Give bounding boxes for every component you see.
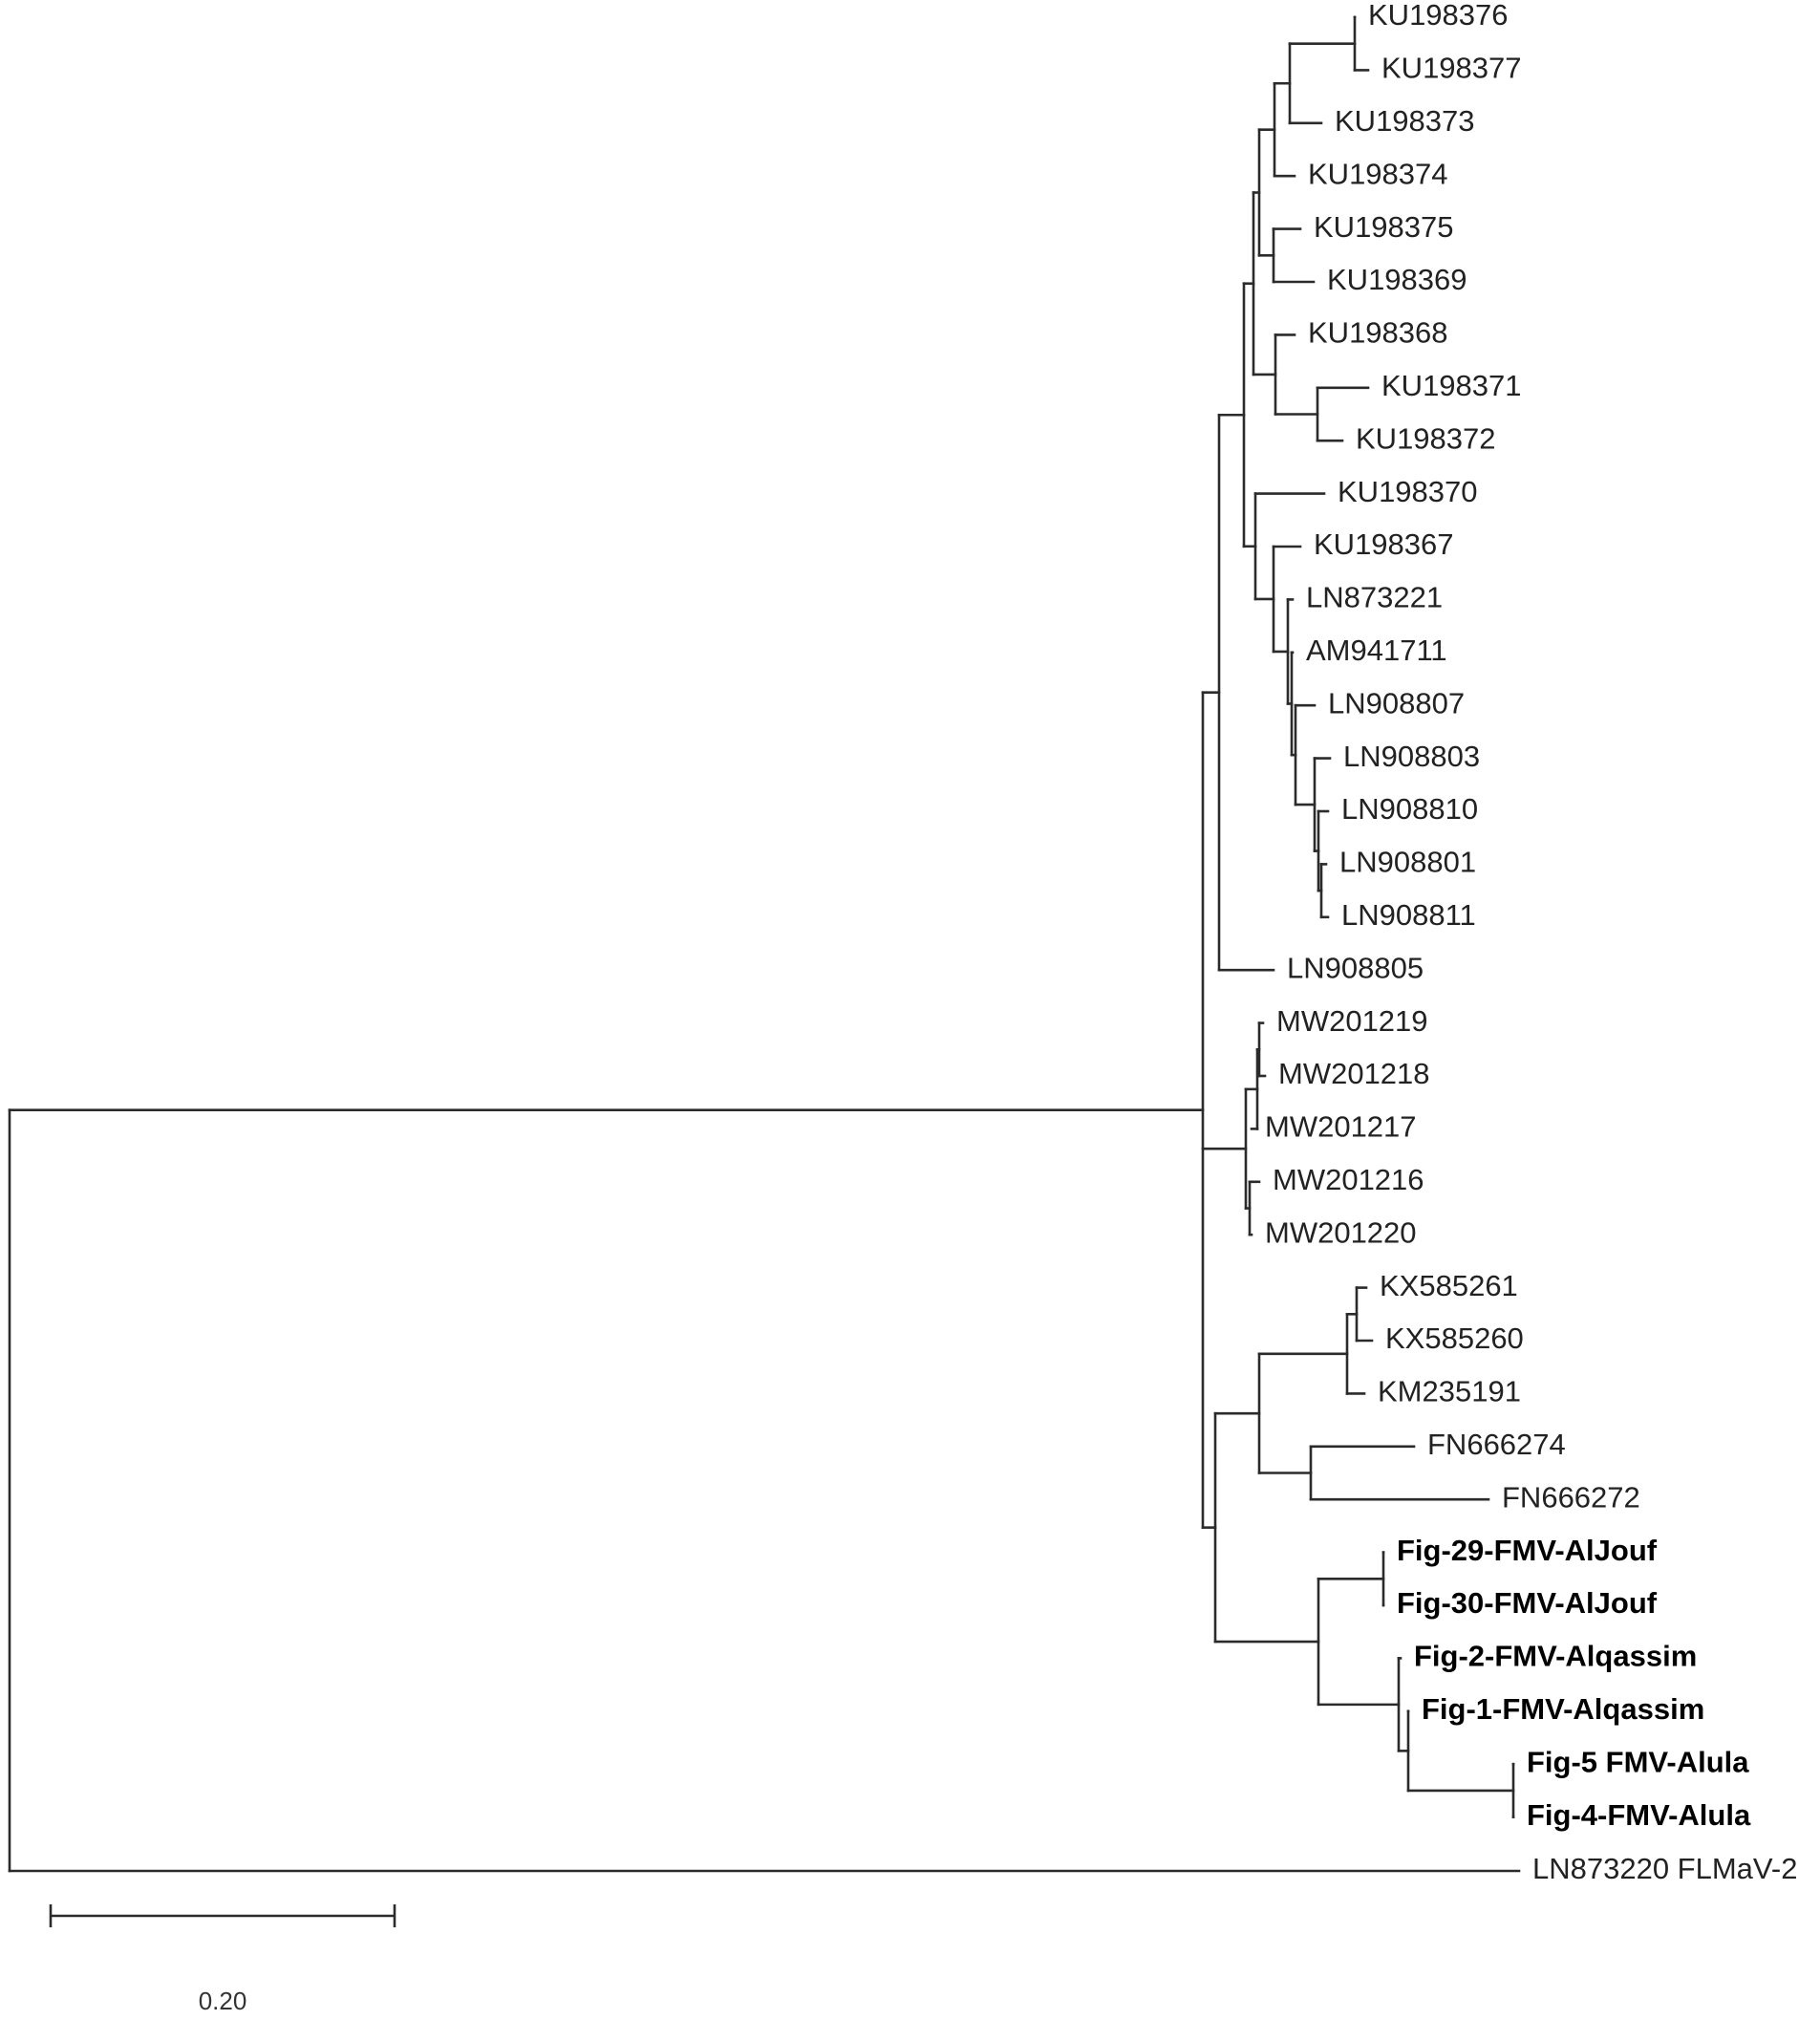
leaf-label: KU198370: [1338, 475, 1478, 508]
leaf-label: LN873220 FLMaV-2: [1532, 1852, 1797, 1885]
leaf-label: KU198368: [1308, 316, 1448, 350]
leaf-label: Fig-1-FMV-Alqassim: [1422, 1692, 1704, 1726]
scale-bar: 0.20: [49, 1904, 396, 2015]
leaf-label: MW201216: [1273, 1163, 1424, 1196]
leaf-label: KU198371: [1381, 369, 1522, 402]
leaf-label: LN908803: [1343, 740, 1480, 773]
leaf-label: KU198367: [1314, 527, 1454, 561]
leaf-label: MW201219: [1276, 1004, 1428, 1038]
leaf-label: Fig-5 FMV-Alula: [1527, 1745, 1749, 1778]
leaf-label: FN666272: [1502, 1480, 1640, 1514]
leaf-label: LN908807: [1328, 686, 1465, 720]
leaf-label: MW201217: [1265, 1110, 1417, 1144]
leaf-label: FN666274: [1427, 1428, 1566, 1461]
leaf-label: Fig-29-FMV-AlJouf: [1397, 1534, 1658, 1567]
tree-branches: [8, 15, 1521, 1873]
leaf-label: KU198369: [1327, 263, 1467, 296]
leaf-label: KU198376: [1368, 0, 1509, 32]
leaf-label: KU198374: [1308, 157, 1448, 190]
leaf-label: KX585260: [1385, 1322, 1524, 1355]
leaf-label: LN908810: [1341, 792, 1478, 826]
leaf-label: LN908805: [1287, 951, 1424, 984]
leaf-label: Fig-30-FMV-AlJouf: [1397, 1586, 1658, 1620]
leaf-label: KX585261: [1380, 1269, 1518, 1302]
leaf-label: LN908811: [1341, 898, 1476, 932]
leaf-label: KU198377: [1381, 52, 1522, 85]
leaf-label: KU198373: [1335, 104, 1475, 138]
leaf-label: MW201220: [1265, 1215, 1417, 1249]
leaf-label: LN873221: [1306, 581, 1443, 614]
leaf-label: LN908801: [1339, 846, 1476, 879]
leaf-label: MW201218: [1278, 1057, 1430, 1090]
leaf-label: KU198375: [1314, 210, 1454, 244]
leaf-label: Fig-2-FMV-Alqassim: [1414, 1640, 1697, 1673]
leaf-label: KU198372: [1356, 421, 1496, 455]
scale-bar-label: 0.20: [199, 1987, 247, 2015]
leaf-labels: KU198376KU198377KU198373KU198374KU198375…: [1265, 0, 1797, 1885]
leaf-label: AM941711: [1306, 634, 1447, 667]
leaf-label: Fig-4-FMV-Alula: [1527, 1798, 1751, 1832]
leaf-label: KM235191: [1378, 1375, 1521, 1408]
